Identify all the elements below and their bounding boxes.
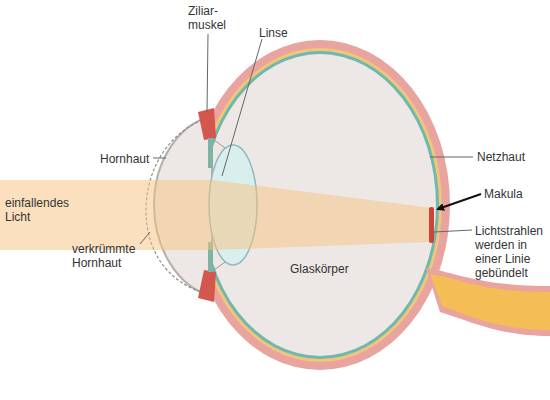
light-beam (0, 180, 432, 250)
ciliary-muscle (198, 270, 216, 302)
part-label: einfallendes Licht (5, 196, 95, 224)
part-label: Glaskörper (290, 262, 370, 276)
part-label: verkrümmte Hornhaut (72, 242, 147, 270)
leader-line (140, 232, 150, 244)
macula (429, 207, 434, 243)
part-label: Ziliar- muskel (188, 4, 232, 32)
part-label: Netzhaut (477, 150, 547, 164)
leader-line (153, 158, 166, 159)
part-label: Hornhaut (100, 152, 160, 166)
part-label: Lichtstrahlen werden in einer Linie gebü… (475, 224, 550, 280)
part-label: Linse (259, 26, 299, 40)
iris (208, 138, 213, 168)
leader-line (430, 157, 473, 158)
leader-line (222, 39, 262, 176)
ciliary-muscle (198, 108, 216, 140)
optic-nerve (430, 274, 550, 330)
leader-line (207, 34, 208, 112)
part-label: Makula (484, 187, 544, 201)
leader-line (434, 230, 472, 232)
makula-arrow (438, 194, 481, 209)
